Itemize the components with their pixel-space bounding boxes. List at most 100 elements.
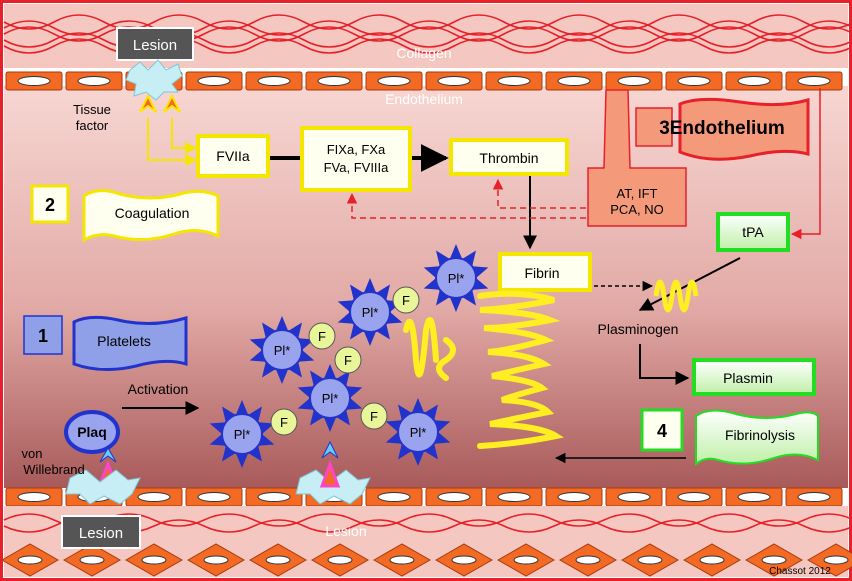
plasmin-box bbox=[692, 358, 816, 396]
plaq-platelet bbox=[64, 410, 120, 454]
endothelial-cell bbox=[425, 487, 483, 507]
collagen-fibers-bottom bbox=[3, 513, 852, 533]
endothelial-cell bbox=[245, 71, 303, 91]
activated-platelet: Pl* bbox=[297, 364, 363, 432]
collagen-cell bbox=[62, 543, 122, 577]
credit-label: Chassot 2012 bbox=[769, 566, 831, 577]
lesion-mid-marker-icon bbox=[319, 440, 341, 488]
fviia-label: FVIIa bbox=[216, 148, 250, 164]
endothelial-cell bbox=[365, 71, 423, 91]
endothelial-cell bbox=[125, 487, 183, 507]
activation-label: Activation bbox=[128, 381, 189, 397]
collagen-cell bbox=[372, 543, 432, 577]
collagen-cell bbox=[310, 543, 370, 577]
tissue-factor-label-2: factor bbox=[76, 118, 109, 133]
factor-f: F bbox=[392, 286, 420, 314]
endothelial-cell bbox=[725, 487, 783, 507]
thrombin-label: Thrombin bbox=[479, 150, 538, 166]
step-4-box bbox=[640, 408, 684, 452]
inhibitors-label-1: AT, IFT bbox=[617, 186, 658, 201]
endothelial-cell bbox=[605, 487, 663, 507]
collagen-cell bbox=[496, 543, 556, 577]
activated-platelet: Pl* bbox=[209, 400, 275, 468]
platelet-label: Pl* bbox=[322, 391, 339, 406]
step-2-box bbox=[30, 184, 70, 224]
activated-platelet: Pl* bbox=[423, 244, 489, 312]
tpa-box bbox=[716, 212, 790, 252]
collagen-cell bbox=[434, 543, 494, 577]
endothelium-banner bbox=[678, 97, 810, 161]
plasminogen-label: Plasminogen bbox=[598, 321, 679, 337]
collagen-cell bbox=[186, 543, 246, 577]
endothelial-cell bbox=[665, 487, 723, 507]
thrombin-box bbox=[449, 138, 569, 176]
endothelial-cell bbox=[65, 71, 123, 91]
factor-f: F bbox=[308, 322, 336, 350]
fixa-label-1: FIXa, FXa bbox=[327, 142, 386, 157]
endothelium-label: Endothelium bbox=[385, 91, 463, 107]
step-1-box bbox=[23, 315, 63, 355]
small-fibrin-strand bbox=[653, 279, 699, 313]
tissue-factor-connectors bbox=[147, 118, 198, 166]
inhibitors-callout bbox=[587, 89, 687, 227]
lesion-bottom-left-box bbox=[61, 515, 141, 549]
platelets-banner bbox=[72, 315, 188, 371]
plasminogen-to-plasmin-arrow bbox=[639, 344, 690, 385]
collagen-cell bbox=[744, 543, 804, 577]
factor-f: F bbox=[334, 346, 362, 374]
fibrin-mesh bbox=[403, 290, 565, 449]
plasmin-label: Plasmin bbox=[723, 370, 773, 386]
lesion-top-label: Lesion bbox=[133, 37, 177, 54]
factor-label: F bbox=[318, 329, 326, 344]
endothelial-cell bbox=[545, 71, 603, 91]
von-label-2: Willebrand bbox=[23, 462, 84, 477]
fibrin-label: Fibrin bbox=[524, 265, 559, 281]
endothelium-box-label: 3Endothelium bbox=[659, 118, 785, 139]
plaq-label: Plaq bbox=[77, 424, 107, 440]
lesion-bottom-mid-label: Lesion bbox=[325, 523, 366, 539]
endothelial-cell bbox=[785, 71, 843, 91]
coagulation-banner bbox=[82, 189, 220, 243]
endothelial-cells-bottom bbox=[5, 487, 843, 507]
endothelial-cell bbox=[485, 71, 543, 91]
endothelial-cell bbox=[5, 71, 63, 91]
factor-label: F bbox=[370, 409, 378, 424]
inhibition-connectors bbox=[346, 178, 586, 219]
tissue-factor-label-1: Tissue bbox=[73, 102, 111, 117]
lesion-bottom-left-label: Lesion bbox=[79, 525, 123, 542]
platelet-label: Pl* bbox=[274, 343, 291, 358]
collagen-cell bbox=[806, 543, 852, 577]
endothelial-cell bbox=[485, 487, 543, 507]
factor-f: F bbox=[360, 402, 388, 430]
endothelial-cell bbox=[305, 71, 363, 91]
collagen-cell bbox=[248, 543, 308, 577]
platelet-label: Pl* bbox=[410, 425, 427, 440]
endothelial-cell bbox=[185, 487, 243, 507]
collagen-cell bbox=[124, 543, 184, 577]
collagen-label: Collagen bbox=[396, 45, 451, 61]
lesion-top-burst bbox=[125, 59, 183, 101]
step-3-box bbox=[635, 107, 673, 147]
step-1-number: 1 bbox=[38, 326, 48, 346]
platelets-label: Platelets bbox=[97, 333, 151, 349]
endothelial-cell bbox=[785, 487, 843, 507]
collagen-cells-bottom bbox=[0, 543, 852, 577]
factor-f: F bbox=[270, 408, 298, 436]
collagen-cell bbox=[558, 543, 618, 577]
factor-label: F bbox=[402, 293, 410, 308]
fviia-box bbox=[196, 134, 270, 178]
collagen-cell bbox=[620, 543, 680, 577]
platelet-label: Pl* bbox=[362, 305, 379, 320]
activated-platelet: Pl* bbox=[249, 316, 315, 384]
activated-platelet: Pl* bbox=[385, 398, 451, 466]
activated-platelets: Pl* Pl* Pl* Pl* Pl* Pl* bbox=[209, 244, 489, 468]
fibrinolysis-label: Fibrinolysis bbox=[725, 427, 795, 443]
endothelial-cell bbox=[665, 71, 723, 91]
lesion-left-burst bbox=[65, 469, 141, 505]
endothelial-cell bbox=[185, 71, 243, 91]
activated-platelet: Pl* bbox=[337, 278, 403, 346]
fibrinolysis-banner bbox=[695, 409, 819, 467]
von-label-1: von bbox=[22, 446, 43, 461]
